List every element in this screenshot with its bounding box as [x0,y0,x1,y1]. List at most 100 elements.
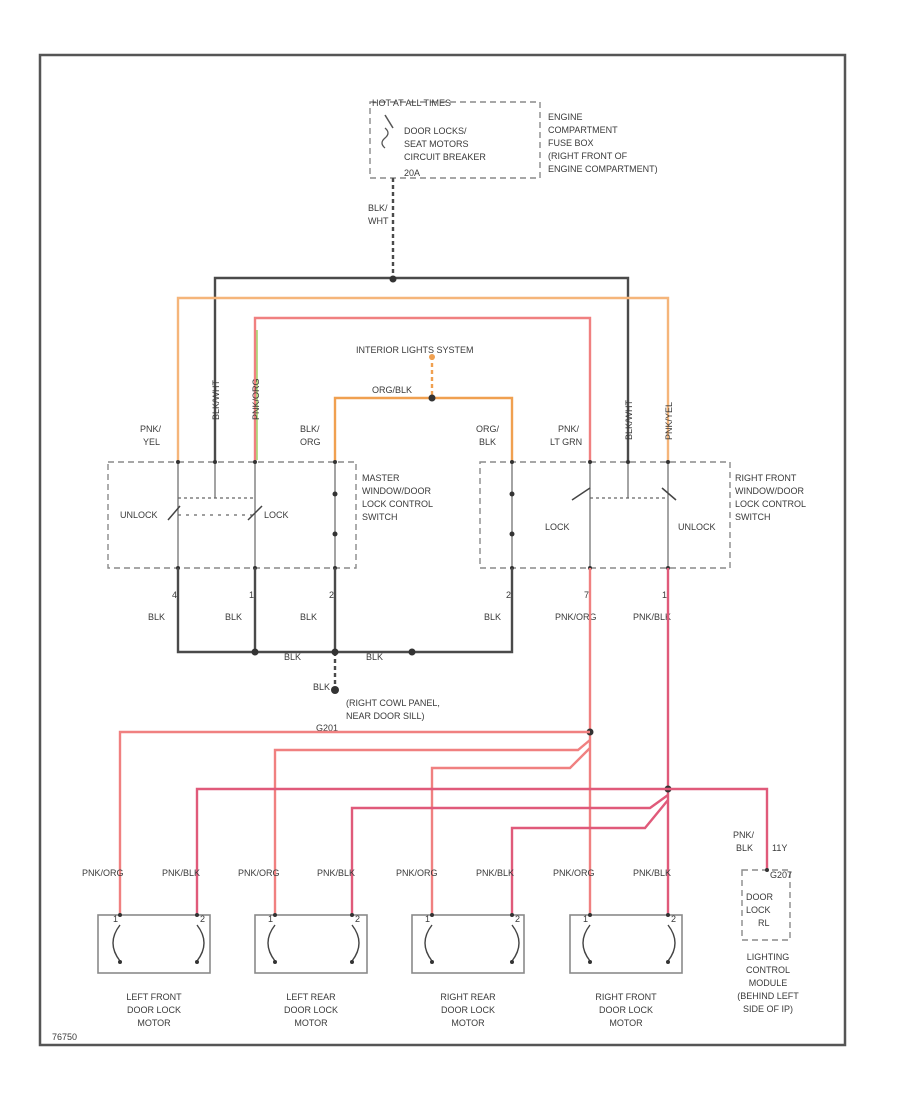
right-front-switch: LOCK UNLOCK RIGHT FRONT WINDOW/DOOR LOCK… [479,460,806,570]
ground-mid-label-1: BLK [284,652,301,662]
rf-wire-1-a: PNK/ORG [553,868,595,878]
ground-location-1: (RIGHT COWL PANEL, [346,698,440,708]
module-name-5: SIDE OF IP) [743,1004,793,1014]
diagram-id: 76750 [52,1032,77,1042]
lf-wire-1-a: PNK/ORG [82,868,124,878]
master-pin-2: 1 [249,590,254,600]
rf-pin-1: 1 [583,914,588,924]
rr-lock-wire [430,747,591,915]
right-title-2: WINDOW/DOOR [735,486,804,496]
lr-name-2: DOOR LOCK [284,1005,338,1015]
rf-wire-2-a: PNK/BLK [633,868,671,878]
interior-lights-label: INTERIOR LIGHTS SYSTEM [356,345,474,355]
master-bottom-wire-1: BLK [148,612,165,622]
rr-name-3: MOTOR [451,1018,485,1028]
interior-lights-connector [429,354,435,360]
motor-right-front [569,913,683,974]
rf-name-1: RIGHT FRONT [595,992,657,1002]
right-title-4: SWITCH [735,512,771,522]
lr-wire-2-a: PNK/BLK [317,868,355,878]
module-wire [668,787,769,870]
lf-wire-2-a: PNK/BLK [162,868,200,878]
right-top-wire-2b: LT GRN [550,437,582,447]
fuse-location-2: COMPARTMENT [548,125,618,135]
lf-name-2: DOOR LOCK [127,1005,181,1015]
module-pin: 11Y [772,843,787,853]
fuse-location-1: ENGINE [548,112,583,122]
lr-pin-1: 1 [268,914,273,924]
right-bottom-wire-2: PNK/ORG [555,612,597,622]
fuse-location-5: ENGINE COMPARTMENT) [548,164,658,174]
lr-name-3: MOTOR [294,1018,328,1028]
right-pin-2: 7 [584,590,589,600]
fuse-location-3: FUSE BOX [548,138,594,148]
module-box-2: LOCK [746,905,771,915]
fuse-hot-label: HOT AT ALL TIMES [372,98,451,108]
right-bottom-wire-3: PNK/BLK [633,612,671,622]
right-vert-wire-2: PNK/YEL [664,402,674,440]
motor-right-rear [411,913,525,974]
feed-splice [389,275,397,283]
lf-unlock-wire [195,787,668,915]
ground-wire-label: BLK [313,682,330,692]
master-title-2: WINDOW/DOOR [362,486,431,496]
rf-pin-2: 2 [671,914,676,924]
pnk-org-wire [253,316,592,462]
lf-name-3: MOTOR [137,1018,171,1028]
right-top-wire-1a: ORG/ [476,424,500,434]
module-box-1: DOOR [746,892,774,902]
module-wire-2: BLK [736,843,753,853]
motor-left-rear [254,913,368,974]
master-pin-1: 4 [172,590,177,600]
ground-point [331,686,339,694]
rf-name-2: DOOR LOCK [599,1005,653,1015]
master-vert-wire-1: BLK/WHT [211,379,221,420]
pnk-yel-wire [176,296,670,462]
master-top-wire-2b: ORG [300,437,321,447]
right-bottom-wire-1: BLK [484,612,501,622]
rr-pin-1: 1 [425,914,430,924]
lighting-control-module: PNK/ BLK 11Y G207 DOOR LOCK RL LIGHTING … [733,830,799,1014]
right-pin-1: 2 [506,590,511,600]
rr-pin-2: 2 [515,914,520,924]
right-lock-label: LOCK [545,522,570,532]
lf-name-1: LEFT FRONT [126,992,182,1002]
interior-wire-label: ORG/BLK [372,385,412,395]
ground-mid-label-2: BLK [366,652,383,662]
master-title-4: SWITCH [362,512,398,522]
master-pin-3: 2 [329,590,334,600]
lr-name-1: LEFT REAR [286,992,336,1002]
org-blk-splice [428,394,436,402]
rr-wire-1-a: PNK/ORG [396,868,438,878]
master-switch: UNLOCK LOCK MASTER WINDOW/DOOR LOCK CONT… [107,460,433,570]
rr-unlock-wire [510,799,669,915]
right-vert-wire-1: BLK/WHT [624,399,634,440]
master-bottom-wire-2: BLK [225,612,242,622]
fuse-line-3: CIRCUIT BREAKER [404,152,486,162]
ground-id: G201 [316,723,338,733]
module-wire-1: PNK/ [733,830,755,840]
master-title-3: LOCK CONTROL [362,499,433,509]
module-conn: G207 [770,870,792,880]
lf-pin-2: 2 [200,914,205,924]
module-name-4: (BEHIND LEFT [737,991,799,1001]
master-bottom-wire-3: BLK [300,612,317,622]
master-top-wire-1b: YEL [143,437,160,447]
module-name-1: LIGHTING [747,952,790,962]
master-title-1: MASTER [362,473,400,483]
module-box-3: RL [758,918,770,928]
rr-name-2: DOOR LOCK [441,1005,495,1015]
lf-pin-1: 1 [113,914,118,924]
fuse-line-2: SEAT MOTORS [404,139,469,149]
module-name-2: CONTROL [746,965,790,975]
ground-location-2: NEAR DOOR SILL) [346,711,425,721]
lf-lock-wire [118,730,590,915]
right-unlock-label: UNLOCK [678,522,716,532]
lr-unlock-wire [350,794,669,915]
fuse-wire-label-1: BLK/ [368,203,388,213]
master-top-wire-2a: BLK/ [300,424,320,434]
right-top-wire-1b: BLK [479,437,496,447]
right-title-1: RIGHT FRONT [735,473,797,483]
fuse-wire-label-2: WHT [368,216,389,226]
